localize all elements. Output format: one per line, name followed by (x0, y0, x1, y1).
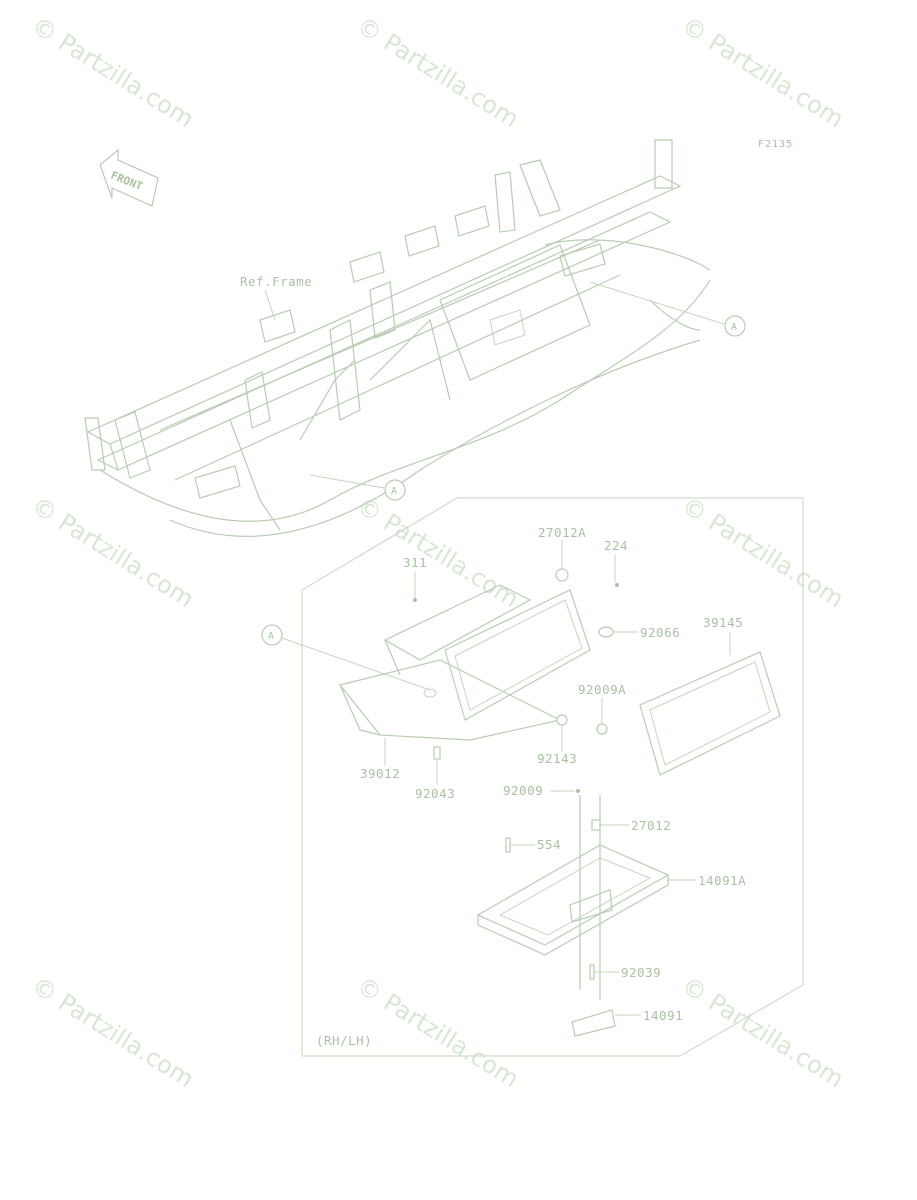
label-311: 311 (403, 555, 427, 570)
watermark-7: © Partzilla.com (27, 971, 199, 1093)
hardware-illustration (413, 568, 619, 980)
label-224: 224 (604, 538, 628, 553)
label-27012A: 27012A (538, 525, 586, 540)
label-39012: 39012 (360, 766, 400, 781)
ref-frame-leader (264, 289, 276, 321)
label-92066: 92066 (640, 625, 680, 640)
front-arrow-icon: FRONT (99, 148, 159, 207)
watermark-6: © Partzilla.com (677, 491, 849, 613)
watermark-1: © Partzilla.com (27, 11, 199, 133)
watermarks: © Partzilla.com © Partzilla.com © Partzi… (27, 11, 849, 1093)
label-92043: 92043 (415, 786, 455, 801)
detail-box (301, 497, 804, 1057)
label-14091A: 14091A (698, 873, 746, 888)
variant-note: (RH/LH) (316, 1033, 372, 1048)
lid-illustration (639, 651, 781, 776)
label-92009A: 92009A (578, 682, 626, 697)
diagram-code: F2135 (758, 139, 793, 150)
callout-a-lower: A (309, 474, 406, 501)
label-27012: 27012 (631, 818, 671, 833)
label-92009: 92009 (503, 783, 543, 798)
watermark-9: © Partzilla.com (677, 971, 849, 1093)
label-14091: 14091 (643, 1008, 683, 1023)
ref-frame-label: Ref.Frame (240, 274, 312, 289)
callout-a-upper: A (589, 281, 746, 337)
watermark-8: © Partzilla.com (352, 971, 524, 1093)
callout-a-lower-label: A (391, 486, 398, 497)
watermark-2: © Partzilla.com (352, 11, 524, 133)
frame-illustration (84, 139, 711, 537)
watermark-4: © Partzilla.com (27, 491, 199, 613)
callout-a-upper-label: A (731, 322, 738, 333)
callout-a-detail-label: A (268, 631, 275, 642)
label-92039: 92039 (621, 965, 661, 980)
label-92143: 92143 (537, 751, 577, 766)
part-labels: 27012A 224 311 92066 39145 92009A 92143 … (360, 525, 746, 1023)
watermark-3: © Partzilla.com (677, 11, 849, 133)
storage-box-illustration (338, 584, 591, 741)
callout-a-detail: A (261, 624, 431, 691)
label-39145: 39145 (703, 615, 743, 630)
label-554: 554 (537, 837, 561, 852)
